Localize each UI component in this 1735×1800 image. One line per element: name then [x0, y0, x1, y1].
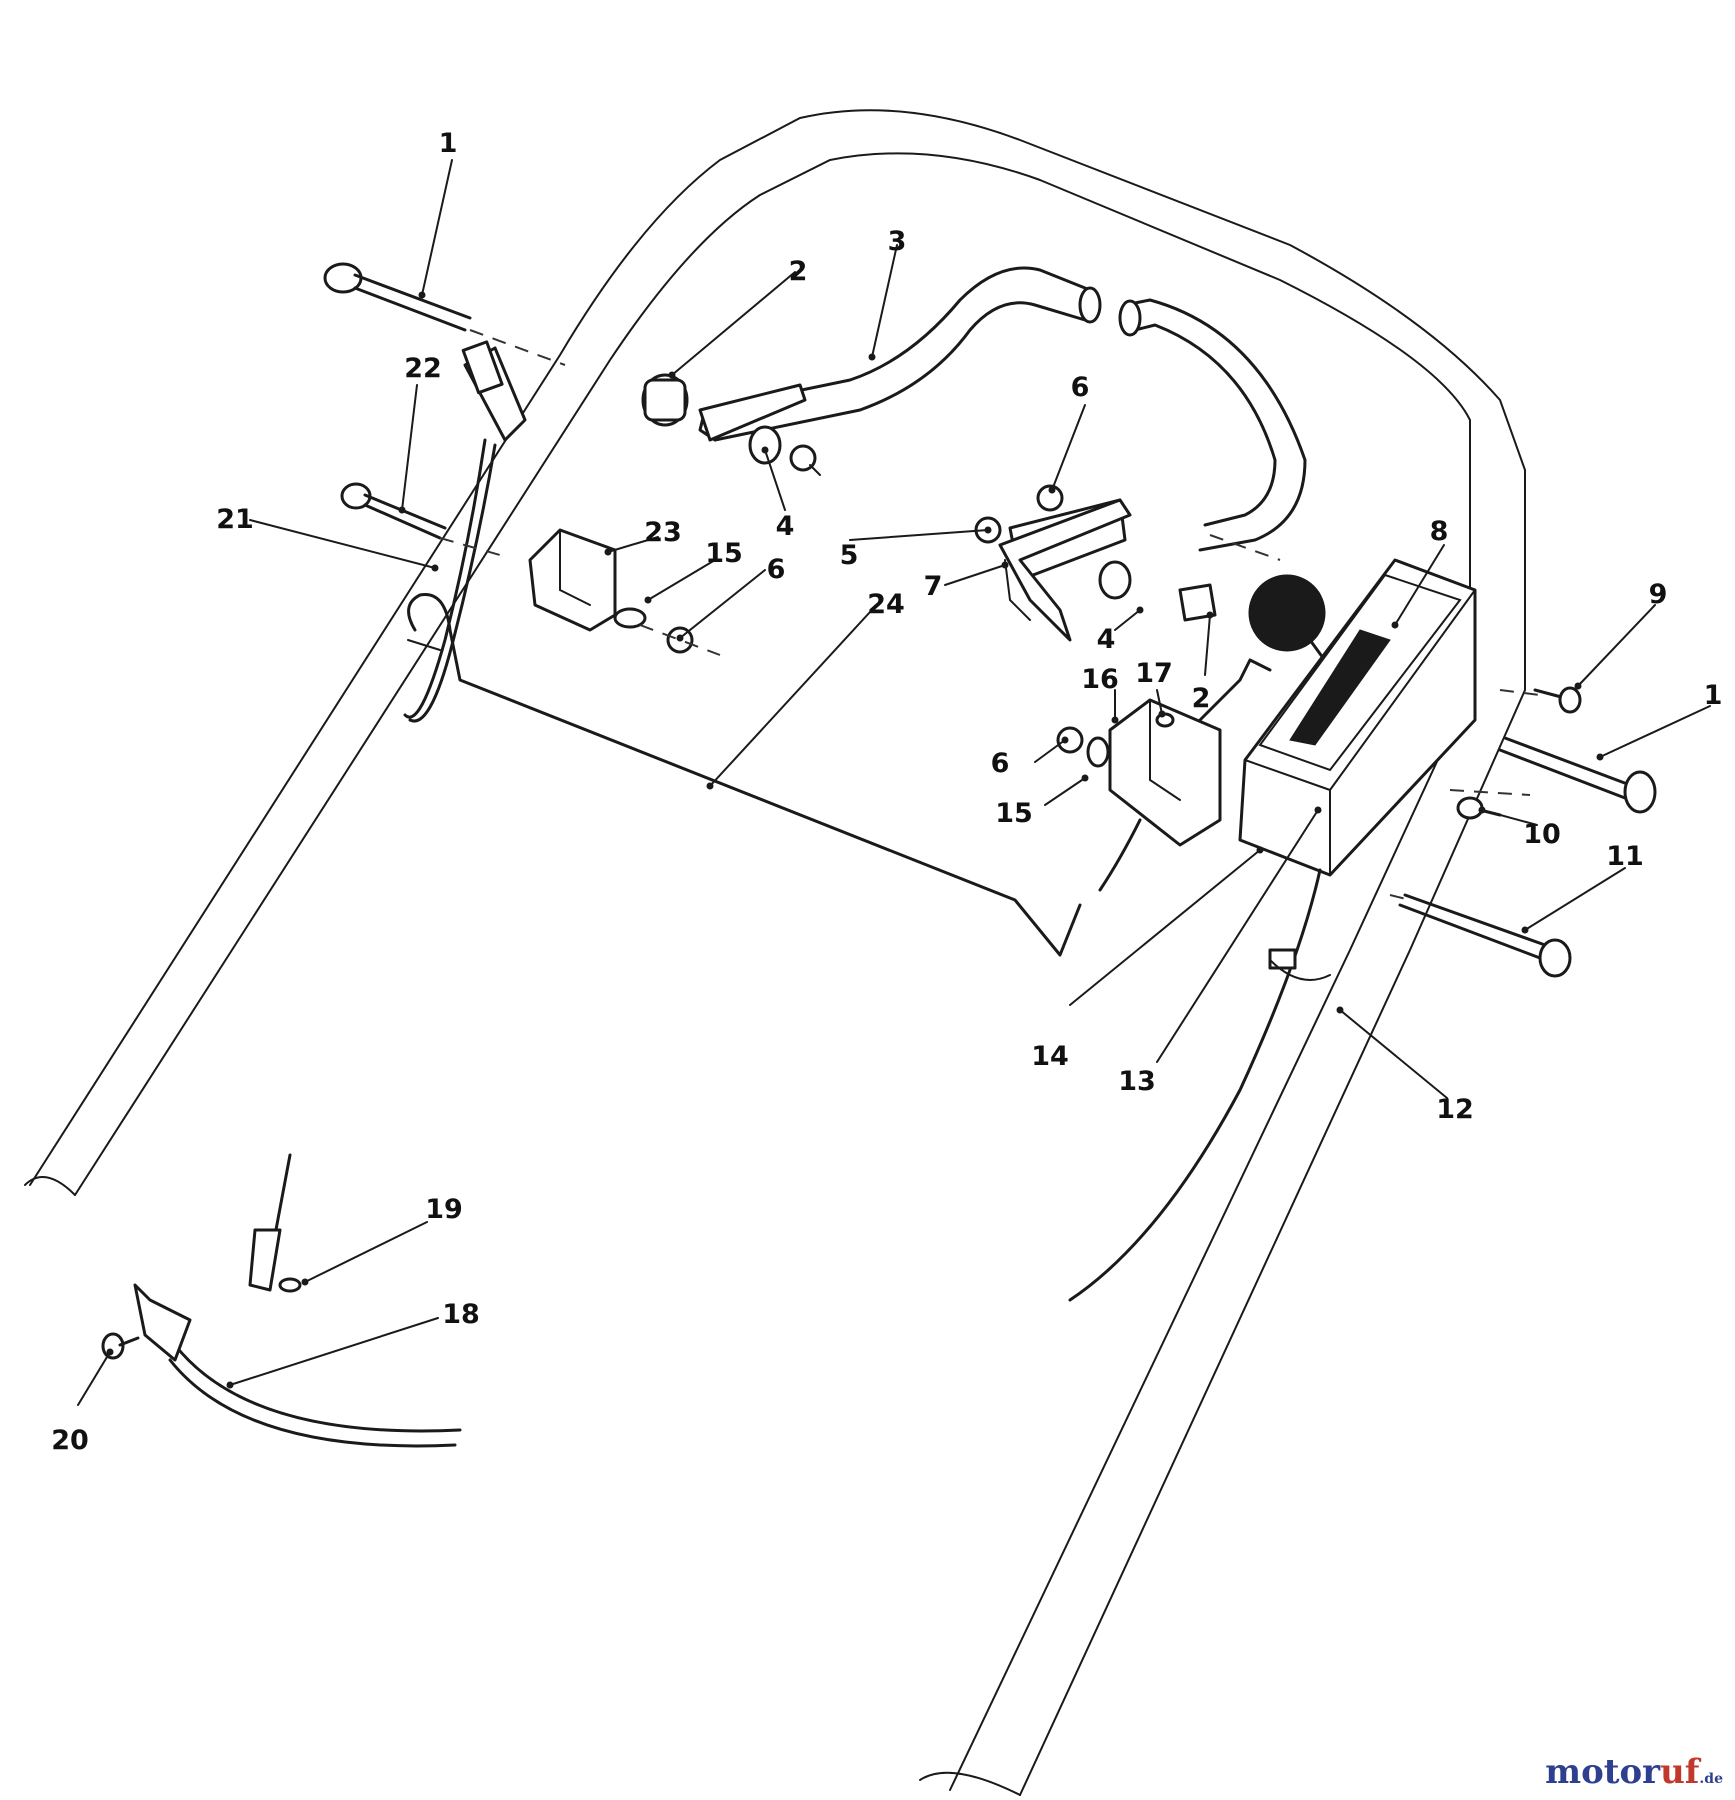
callout-15-left: 15	[705, 538, 743, 569]
callout-14: 14	[1031, 1041, 1069, 1072]
callout-13: 13	[1118, 1066, 1156, 1097]
callout-1-left: 1	[439, 128, 458, 159]
callout-20: 20	[51, 1425, 89, 1456]
callout-2-right: 2	[1192, 683, 1211, 714]
bolt-left-1	[323, 262, 472, 332]
callout-12: 12	[1436, 1094, 1474, 1125]
callout-10: 10	[1523, 819, 1561, 850]
bolt-right-9	[1533, 686, 1582, 714]
callout-6-left: 6	[767, 554, 786, 585]
callout-21: 21	[216, 504, 254, 535]
leader-lines	[77, 159, 1711, 1406]
callout-15-mid: 15	[995, 798, 1033, 829]
leader-dots	[106, 291, 1604, 1389]
alignment-lines	[439, 329, 1541, 901]
watermark-part-2: uf	[1660, 1752, 1700, 1792]
callout-11: 11	[1606, 841, 1644, 872]
callout-4-mid: 4	[1097, 624, 1116, 655]
control-box	[1238, 558, 1477, 877]
callout-9: 9	[1649, 579, 1668, 610]
callout-23: 23	[644, 517, 682, 548]
interlock-rod	[407, 592, 1082, 957]
callout-24: 24	[867, 589, 905, 620]
callout-8: 8	[1430, 516, 1449, 547]
interlock-bracket	[998, 498, 1132, 642]
handle-clamp	[1269, 959, 1331, 981]
cable-18	[133, 1283, 462, 1448]
switch-bracket	[528, 528, 694, 654]
callout-17: 17	[1135, 658, 1173, 689]
bolt-right-11	[1398, 893, 1572, 978]
callout-4-top: 4	[776, 511, 795, 542]
bolt-right-1	[1498, 736, 1657, 814]
handle-frame	[24, 109, 1526, 1796]
throttle-cable	[1068, 868, 1322, 1302]
callout-16: 16	[1081, 664, 1119, 695]
callout-18: 18	[442, 1299, 480, 1330]
callout-3: 3	[888, 226, 907, 257]
cable-end-19	[248, 1153, 302, 1293]
bolt-left-22	[340, 482, 447, 540]
callout-5: 5	[840, 540, 859, 571]
callout-6-top: 6	[1071, 372, 1090, 403]
watermark-part-3: .de	[1699, 1771, 1723, 1787]
cable-tie	[1268, 948, 1297, 970]
callout-2-top: 2	[789, 256, 808, 287]
callout-labels: 1 2 3 2 22 21 23 15 6 24 4 5 6 7 4 2 8 9…	[51, 128, 1722, 1456]
callout-19: 19	[425, 1194, 463, 1225]
switch-assembly	[1056, 658, 1272, 892]
nut-right-10	[1456, 796, 1502, 820]
watermark-logo: motoruf.de	[1545, 1752, 1723, 1792]
watermark-part-1: motor	[1545, 1752, 1661, 1792]
callout-1-right: 1	[1704, 680, 1723, 711]
callout-6-mid: 6	[991, 748, 1010, 779]
bail-bar	[698, 266, 1307, 552]
callout-22: 22	[404, 353, 442, 384]
callout-7: 7	[924, 571, 943, 602]
